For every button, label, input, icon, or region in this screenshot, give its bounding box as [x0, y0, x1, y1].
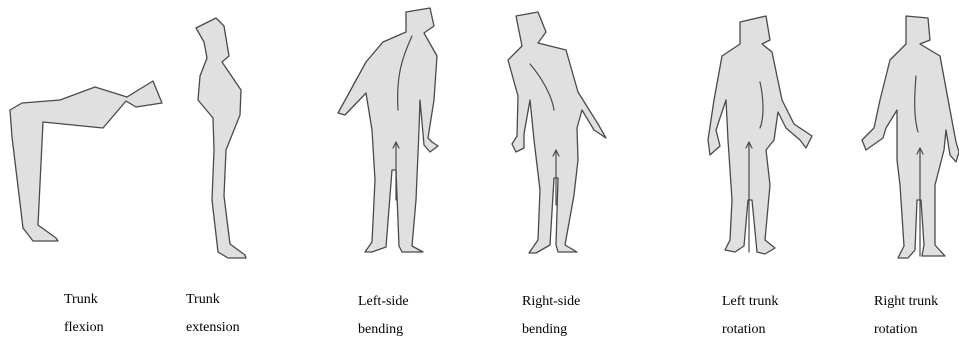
caption-trunk-flexion: Trunk flexion — [64, 286, 104, 342]
caption-line: Left-side — [358, 288, 409, 316]
posture-silhouettes — [0, 0, 959, 336]
caption-line: rotation — [722, 316, 778, 344]
caption-line: Right trunk — [874, 288, 938, 316]
caption-line: Trunk — [186, 286, 240, 314]
caption-line: bending — [522, 316, 580, 344]
caption-line: Left trunk — [722, 288, 778, 316]
caption-line: rotation — [874, 316, 938, 344]
silhouette-right-side-bending — [508, 12, 606, 253]
caption-line: flexion — [64, 314, 104, 342]
caption-line: Trunk — [64, 286, 104, 314]
silhouette-left-trunk-rotation — [708, 16, 812, 254]
silhouette-trunk-flexion — [10, 81, 162, 241]
caption-line: Right-side — [522, 288, 580, 316]
trunk-posture-figure: Trunk flexion Trunk extension Left-side … — [0, 0, 959, 336]
silhouette-left-side-bending — [338, 8, 438, 252]
silhouette-trunk-extension — [196, 18, 246, 258]
caption-line: bending — [358, 316, 409, 344]
caption-trunk-extension: Trunk extension — [186, 286, 240, 342]
silhouette-right-trunk-rotation — [862, 16, 959, 258]
caption-line: extension — [186, 314, 240, 342]
